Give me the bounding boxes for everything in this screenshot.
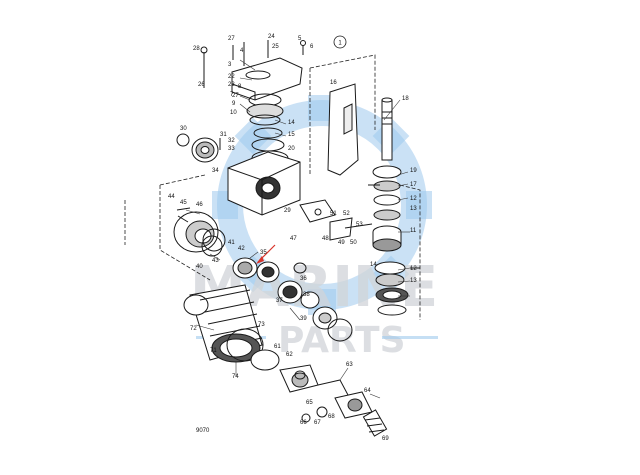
callout-c21: 33 bbox=[228, 146, 235, 152]
watermark-bar-right bbox=[382, 336, 438, 339]
callout-c27: 13 bbox=[410, 206, 417, 212]
callout-c7: 4 bbox=[240, 48, 244, 54]
callout-c50: 73 bbox=[258, 322, 265, 328]
callout-c12: 27 bbox=[232, 93, 239, 99]
callout-c2: 24 bbox=[268, 34, 275, 40]
callout-c40: 41 bbox=[228, 240, 235, 246]
callout-c38: 50 bbox=[350, 240, 357, 246]
callout-c58: 67 bbox=[314, 420, 321, 426]
callout-c44: 36 bbox=[300, 276, 307, 282]
callout-c8: 3 bbox=[228, 62, 232, 68]
callout-c33: 45 bbox=[180, 200, 187, 206]
callout-c35: 51 bbox=[330, 211, 337, 217]
callout-c5: 27 bbox=[228, 36, 235, 42]
vertical-shaft bbox=[372, 97, 409, 316]
callout-c60: 69 bbox=[382, 436, 389, 442]
callout-c4: 6 bbox=[310, 44, 314, 50]
callout-c25: 17 bbox=[410, 182, 417, 188]
red-indicator-arrow bbox=[256, 244, 276, 264]
callout-c19: 31 bbox=[220, 132, 227, 138]
callout-c64: 47 bbox=[290, 236, 297, 242]
callout-c3: 5 bbox=[298, 36, 302, 42]
callout-c46: 37 bbox=[276, 298, 283, 304]
callout-c39: 40 bbox=[196, 264, 203, 270]
callout-c54: 63 bbox=[346, 362, 353, 368]
callout-c41: 42 bbox=[238, 246, 245, 252]
panel-number-badge: 1 bbox=[333, 35, 347, 49]
callout-c52: 62 bbox=[286, 352, 293, 358]
top-cover-assembly bbox=[200, 40, 303, 166]
callout-c55: 64 bbox=[364, 388, 371, 394]
callout-c13: 9 bbox=[232, 101, 236, 107]
callout-c6: 25 bbox=[272, 44, 279, 50]
callout-labels: 28 24 5 6 27 25 4 3 22 23 26 27 9 10 14 … bbox=[168, 34, 417, 442]
linkage-bracket bbox=[299, 199, 373, 241]
callout-c57: 66 bbox=[300, 420, 307, 426]
panel-number: 1 bbox=[338, 41, 342, 47]
gear-housing bbox=[227, 151, 301, 216]
rubber-bellows bbox=[183, 284, 264, 363]
frame-lines bbox=[124, 54, 421, 320]
bearing-stack bbox=[232, 257, 353, 342]
callout-c30: 12 bbox=[410, 266, 417, 272]
callout-c37: 49 bbox=[338, 240, 345, 246]
callout-c65: 48 bbox=[322, 236, 329, 242]
callout-c67: 53 bbox=[356, 222, 363, 228]
bevel-gear-left bbox=[176, 133, 219, 163]
callout-c56: 65 bbox=[306, 400, 313, 406]
callout-c24: 19 bbox=[410, 168, 417, 174]
callout-c34: 46 bbox=[196, 202, 203, 208]
callout-c1: 28 bbox=[193, 46, 200, 52]
callout-c47: 39 bbox=[300, 316, 307, 322]
callout-c53: 61 bbox=[274, 344, 281, 350]
figure-code: 9070 bbox=[196, 428, 210, 434]
leader-lines bbox=[185, 59, 411, 399]
callout-c22: 16 bbox=[330, 80, 337, 86]
callout-c62: 8 bbox=[238, 84, 242, 90]
callout-c48: 72 bbox=[190, 326, 197, 332]
bearing-housing-left bbox=[173, 211, 226, 257]
shaft-cover bbox=[327, 83, 359, 176]
callout-c15: 14 bbox=[288, 120, 295, 126]
callout-c36: 52 bbox=[343, 211, 350, 217]
callout-c51: 74 bbox=[232, 374, 239, 380]
universal-joint bbox=[250, 349, 388, 437]
callout-c10: 23 bbox=[228, 82, 235, 88]
callout-c28: 11 bbox=[410, 228, 417, 234]
callout-c42: 43 bbox=[212, 258, 219, 264]
callout-c17: 20 bbox=[288, 146, 295, 152]
callout-c43: 35 bbox=[260, 250, 267, 256]
callout-c49: 71 bbox=[210, 348, 217, 354]
callout-c11: 26 bbox=[198, 82, 205, 88]
callout-c23: 18 bbox=[402, 96, 409, 102]
callout-c63: 34 bbox=[212, 168, 219, 174]
callout-c29: 14 bbox=[370, 262, 377, 268]
callout-c20: 32 bbox=[228, 138, 235, 144]
callout-c45: 38 bbox=[303, 292, 310, 298]
callout-c18: 30 bbox=[180, 126, 187, 132]
callout-c16: 15 bbox=[288, 132, 295, 138]
callout-c9: 22 bbox=[228, 74, 235, 80]
callout-c31: 13 bbox=[410, 278, 417, 284]
callout-c26: 12 bbox=[410, 196, 417, 202]
callout-c32: 44 bbox=[168, 194, 175, 200]
callout-c66: 29 bbox=[284, 208, 291, 214]
callout-c59: 68 bbox=[328, 414, 335, 420]
callout-c61: 7 bbox=[230, 92, 234, 98]
fasteners bbox=[176, 40, 420, 269]
callout-c14: 10 bbox=[230, 110, 237, 116]
